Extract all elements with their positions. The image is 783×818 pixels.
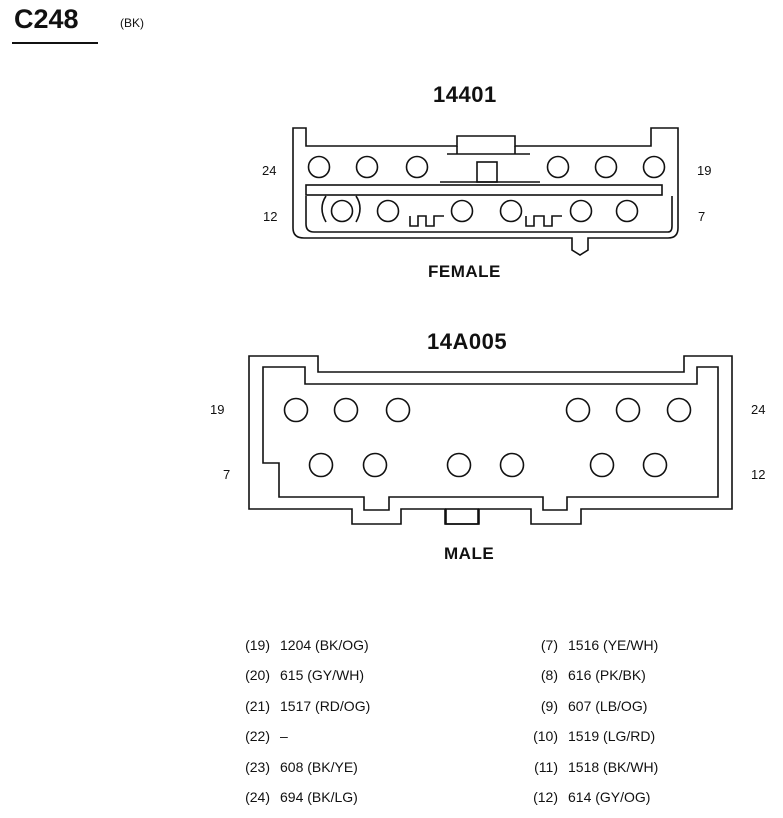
pinout-row: (24) 694 (BK/LG)	[228, 789, 358, 809]
wire-circuit: 1516 (YE/WH)	[568, 637, 659, 653]
pinout-row: (11) 1518 (BK/WH)	[516, 759, 658, 779]
pinout-row: (20) 615 (GY/WH)	[228, 667, 364, 687]
pinout-row: (8) 616 (PK/BK)	[516, 667, 646, 687]
wire-circuit: 1204 (BK/OG)	[280, 637, 369, 653]
pinout-row: (10) 1519 (LG/RD)	[516, 728, 655, 748]
male-bottom-row-pins	[308, 452, 668, 478]
wire-circuit: 1518 (BK/WH)	[568, 759, 659, 775]
female-bottom-row-cavities	[330, 199, 639, 223]
female-top-row-cavities	[307, 155, 666, 179]
male-connector-face	[248, 355, 733, 525]
cavity-number: (8)	[540, 667, 558, 683]
cavity-number: (9)	[540, 698, 558, 714]
male-pin-12: 12	[751, 467, 766, 482]
wire-circuit: 615 (GY/WH)	[280, 667, 365, 683]
cavity-number: (11)	[534, 759, 558, 775]
female-pin-7: 7	[698, 209, 706, 224]
female-connector-face	[292, 127, 679, 256]
female-pin-24: 24	[262, 163, 277, 178]
cavity-number: (24)	[245, 789, 270, 805]
wire-circuit: 608 (BK/YE)	[280, 759, 358, 775]
cavity-number: (7)	[540, 637, 558, 653]
male-pin-24: 24	[751, 402, 766, 417]
wire-circuit: 616 (PK/BK)	[568, 667, 646, 683]
cavity-number: (23)	[245, 759, 270, 775]
title-underline	[12, 42, 98, 44]
wire-circuit: 614 (GY/OG)	[568, 789, 651, 805]
pinout-row: (19) 1204 (BK/OG)	[228, 637, 369, 657]
cavity-number: (22)	[245, 728, 270, 744]
wire-circuit: 694 (BK/LG)	[280, 789, 358, 805]
female-pin-12: 12	[263, 209, 278, 224]
cavity-number: (12)	[533, 789, 558, 805]
female-pin-19: 19	[697, 163, 712, 178]
pinout-row: (9) 607 (LB/OG)	[516, 698, 648, 718]
wire-circuit: –	[280, 728, 288, 744]
male-pin-19: 19	[210, 402, 225, 417]
pinout-row: (7) 1516 (YE/WH)	[516, 637, 658, 657]
pinout-row: (22)–	[228, 728, 288, 748]
cavity-number: (20)	[245, 667, 270, 683]
male-pin-7: 7	[223, 467, 231, 482]
wire-circuit: 607 (LB/OG)	[568, 698, 648, 714]
pinout-row: (21) 1517 (RD/OG)	[228, 698, 370, 718]
cavity-number: (21)	[245, 698, 270, 714]
connector-color: (BK)	[120, 16, 144, 30]
wire-circuit: 1517 (RD/OG)	[280, 698, 371, 714]
male-label: MALE	[444, 544, 495, 563]
female-part-number: 14401	[433, 82, 497, 107]
male-part-number: 14A005	[427, 329, 508, 354]
male-top-row-pins	[283, 397, 692, 423]
pinout-row: (23) 608 (BK/YE)	[228, 759, 358, 779]
female-label: FEMALE	[428, 262, 501, 281]
cavity-number: (19)	[245, 637, 270, 653]
connector-id: C248	[14, 4, 79, 34]
cavity-number: (10)	[533, 728, 558, 744]
pinout-row: (12) 614 (GY/OG)	[516, 789, 650, 809]
wire-circuit: 1519 (LG/RD)	[568, 728, 656, 744]
